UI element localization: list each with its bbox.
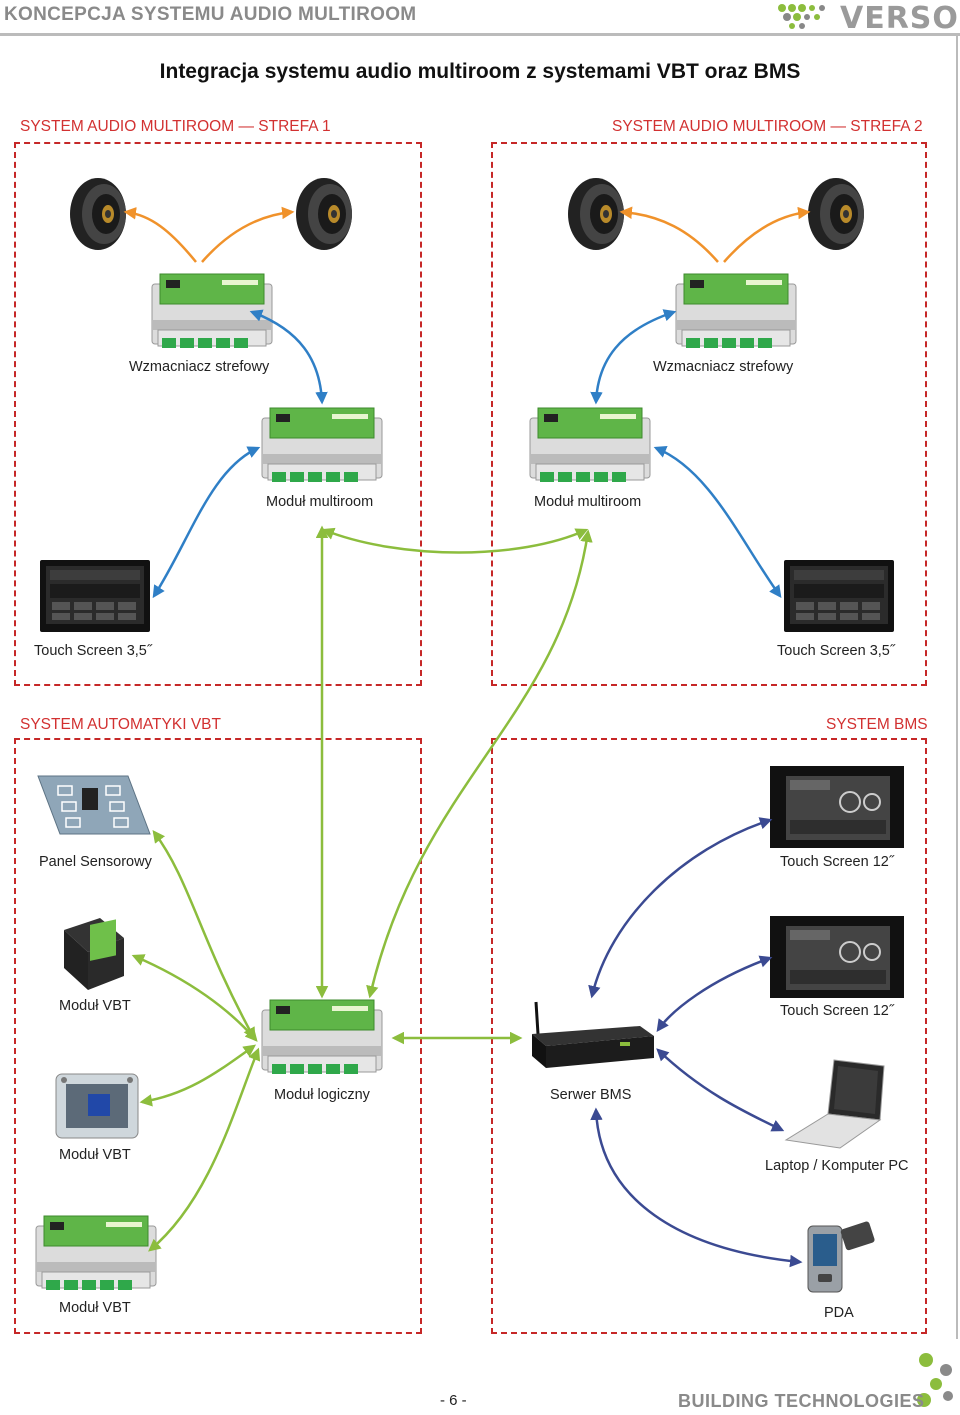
zone-title-audio-1: SYSTEM AUDIO MULTIROOM — STREFA 1 bbox=[20, 118, 331, 135]
label-touch-screen-35-2: Touch Screen 3,5˝ bbox=[777, 643, 895, 659]
label-vbt-module-3: Moduł VBT bbox=[59, 1300, 131, 1316]
speaker-icon bbox=[296, 178, 352, 250]
label-laptop: Laptop / Komputer PC bbox=[765, 1158, 909, 1174]
pda-icon bbox=[807, 1221, 875, 1293]
zone-box-audio-1 bbox=[14, 142, 422, 686]
zone-title-bms: SYSTEM BMS bbox=[826, 716, 928, 733]
link-arrow bbox=[148, 1047, 261, 1252]
sensor-panel-icon bbox=[37, 775, 151, 835]
amplifier-icon bbox=[675, 273, 797, 349]
link-arrow bbox=[656, 1048, 785, 1132]
label-multiroom-1: Moduł multiroom bbox=[266, 494, 374, 510]
touch-screen-35-icon bbox=[784, 560, 894, 632]
link-arrow bbox=[366, 529, 593, 999]
header-divider bbox=[0, 33, 960, 36]
link-arrow bbox=[152, 829, 256, 1041]
vbt-module-icon bbox=[55, 1073, 139, 1139]
touch-screen-12-icon bbox=[769, 915, 905, 999]
link-arrow bbox=[131, 954, 258, 1042]
zone-box-audio-2 bbox=[491, 142, 927, 686]
page-frame bbox=[0, 36, 958, 1339]
brand-logo: VERSO bbox=[840, 1, 959, 36]
link-arrow bbox=[139, 1044, 257, 1107]
vbt-module-icon bbox=[35, 1215, 157, 1291]
server-icon bbox=[532, 1001, 654, 1068]
multiroom-module-icon bbox=[529, 407, 651, 483]
link-arrow bbox=[656, 955, 773, 1033]
label-amplifier-2: Wzmacniacz strefowy bbox=[653, 359, 794, 375]
label-sensor-panel: Panel Sensorowy bbox=[39, 854, 152, 870]
link-arrow bbox=[723, 206, 811, 263]
link-arrow bbox=[321, 527, 589, 554]
link-arrow bbox=[653, 445, 782, 599]
zone-title-audio-2: SYSTEM AUDIO MULTIROOM — STREFA 2 bbox=[612, 118, 923, 135]
link-arrow bbox=[590, 1107, 803, 1268]
link-arrow bbox=[619, 206, 719, 263]
label-vbt-module-2: Moduł VBT bbox=[59, 1147, 131, 1163]
logic-module-icon bbox=[261, 999, 383, 1075]
touch-screen-12-icon bbox=[769, 765, 905, 849]
label-amplifier-1: Wzmacniacz strefowy bbox=[129, 359, 270, 375]
multiroom-module-icon bbox=[261, 407, 383, 483]
page-number: - 6 - bbox=[440, 1392, 467, 1409]
footer-brand: BUILDING TECHNOLOGIES bbox=[678, 1391, 925, 1411]
label-pda: PDA bbox=[824, 1305, 854, 1321]
label-logic-module: Moduł logiczny bbox=[274, 1087, 370, 1103]
link-arrow bbox=[590, 309, 677, 405]
label-vbt-module-1: Moduł VBT bbox=[59, 998, 131, 1014]
footer-dots-decoration bbox=[912, 1350, 958, 1410]
main-title: Integracja systemu audio multiroom z sys… bbox=[159, 60, 801, 83]
brand-dots-logo bbox=[776, 2, 832, 30]
label-multiroom-2: Moduł multiroom bbox=[534, 494, 642, 510]
label-touch-screen-35-1: Touch Screen 3,5˝ bbox=[34, 643, 152, 659]
link-arrow bbox=[152, 446, 261, 599]
label-bms-server: Serwer BMS bbox=[550, 1087, 632, 1103]
amplifier-icon bbox=[151, 273, 273, 349]
link-arrow bbox=[123, 207, 197, 263]
speaker-icon bbox=[808, 178, 864, 250]
zone-title-vbt: SYSTEM AUTOMATYKI VBT bbox=[20, 716, 221, 733]
link-arrow bbox=[249, 309, 328, 405]
vbt-module-icon bbox=[64, 918, 124, 990]
label-touch-screen-12-1: Touch Screen 12˝ bbox=[780, 854, 894, 870]
section-title: KONCEPCJA SYSTEMU AUDIO MULTIROOM bbox=[4, 4, 417, 25]
speaker-icon bbox=[568, 178, 624, 250]
speaker-icon bbox=[70, 178, 126, 250]
link-arrow bbox=[588, 817, 773, 999]
label-touch-screen-12-2: Touch Screen 12˝ bbox=[780, 1003, 894, 1019]
laptop-icon bbox=[784, 1059, 885, 1149]
link-arrow bbox=[201, 206, 295, 263]
touch-screen-35-icon bbox=[40, 560, 150, 632]
